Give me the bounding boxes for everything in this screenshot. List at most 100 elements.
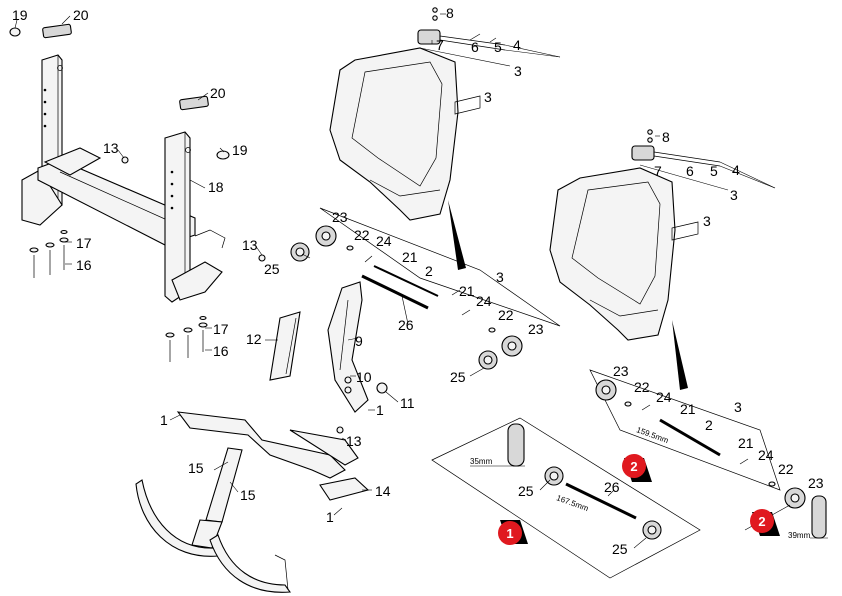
dim-wheel-39: 39mm	[788, 531, 811, 540]
wheel-kit-a	[290, 207, 561, 370]
callout-3f: 3	[734, 399, 742, 415]
callout-1b: 1	[376, 402, 384, 418]
callout-11: 11	[400, 395, 415, 411]
frame-left-foot	[21, 169, 63, 226]
variant-badges: 1 2 2	[498, 454, 780, 545]
callout-4a: 4	[513, 37, 521, 53]
callout-24b: 24	[476, 293, 492, 309]
callout-4b: 4	[732, 162, 740, 178]
screw-8b	[647, 129, 653, 135]
washer-22d	[768, 481, 776, 487]
callout-5b: 5	[710, 163, 718, 179]
callout-13c: 13	[346, 433, 362, 449]
callout-13a: 13	[103, 140, 119, 156]
kit-c-boundary	[431, 417, 701, 579]
callout-15b: 15	[240, 487, 256, 503]
callout-20a: 20	[73, 7, 89, 23]
hopper-body-a	[329, 47, 459, 221]
runner-right	[209, 534, 292, 593]
callout-22d: 22	[778, 461, 794, 477]
callout-21c: 21	[680, 401, 696, 417]
callout-25b: 25	[450, 369, 466, 385]
plug-19a	[9, 27, 21, 37]
pointer-b	[672, 320, 688, 390]
callout-25a: 25	[264, 261, 280, 277]
callout-3a: 3	[514, 63, 522, 79]
washer-22b	[488, 327, 496, 333]
callout-22a: 22	[354, 227, 370, 243]
callout-22b: 22	[498, 307, 514, 323]
end-cap-20a	[42, 23, 72, 39]
callout-22c: 22	[634, 379, 650, 395]
callout-23b: 23	[528, 321, 544, 337]
end-cap-20b	[179, 95, 209, 111]
callout-16b: 16	[213, 343, 229, 359]
callout-16a: 16	[76, 257, 92, 273]
callout-20b: 20	[210, 85, 226, 101]
washer-22a	[346, 245, 354, 251]
arm-9	[327, 281, 369, 413]
kit-b-boundary	[589, 369, 781, 491]
callout-9: 9	[355, 333, 363, 349]
bolt-set-left	[29, 229, 69, 278]
badge-variant-2b-label: 2	[758, 514, 765, 529]
callout-21d: 21	[738, 435, 754, 451]
lower-frame-link	[289, 429, 359, 466]
screw-8a	[432, 7, 438, 13]
callout-6b: 6	[686, 163, 694, 179]
leader-lines	[14, 13, 791, 549]
kit-a-boundary	[319, 207, 561, 327]
callout-1c: 1	[326, 509, 334, 525]
callout-18: 18	[208, 179, 224, 195]
plug-19b	[216, 150, 230, 160]
frame-assembly	[9, 23, 266, 362]
handle-7b	[631, 145, 655, 161]
narrow-wheel	[811, 495, 827, 539]
handle-7a	[417, 29, 441, 45]
callout-3b: 3	[484, 89, 492, 105]
pointer-a	[448, 200, 466, 270]
dim-wheel-35: 35mm	[470, 457, 493, 466]
callout-2a: 2	[425, 263, 433, 279]
lower-frame-14	[176, 411, 346, 479]
callout-24d: 24	[758, 447, 774, 463]
callout-1a: 1	[160, 412, 168, 428]
hopper-b-marker	[671, 221, 699, 241]
post-holes	[43, 65, 63, 128]
callout-23d: 23	[808, 475, 824, 491]
centre-parts	[135, 281, 388, 593]
hopper-a-marker	[454, 95, 481, 115]
badge-variant-2a: 2	[622, 454, 652, 482]
callout-2b: 2	[705, 417, 713, 433]
callout-21b: 21	[459, 283, 475, 299]
right-post-holes	[170, 147, 191, 210]
dim-axle-167: 167.5mm	[555, 493, 590, 513]
callout-15a: 15	[188, 460, 204, 476]
callout-14: 14	[375, 483, 391, 499]
knob-11	[376, 382, 388, 394]
frame-bracket	[43, 147, 102, 176]
badge-variant-2a-label: 2	[630, 459, 637, 474]
callout-12: 12	[246, 331, 262, 347]
callout-numbers: 19 20 20 19 13 18 17 16 13 17 16 12 9 10…	[12, 5, 824, 557]
callout-8b: 8	[662, 129, 670, 145]
callout-21a: 21	[402, 249, 418, 265]
frame-right-foot	[171, 261, 223, 301]
callout-19a: 19	[12, 7, 28, 23]
callout-24c: 24	[656, 389, 672, 405]
callout-5a: 5	[494, 39, 502, 55]
callout-13b: 13	[242, 237, 258, 253]
callout-19b: 19	[232, 142, 248, 158]
lower-frame-foot	[319, 477, 370, 501]
badge-variant-1-label: 1	[506, 526, 513, 541]
callout-23a: 23	[332, 209, 348, 225]
badge-variant-2b: 2	[750, 509, 780, 536]
callout-3e: 3	[703, 213, 711, 229]
callout-3d: 3	[730, 187, 738, 203]
badge-variant-1: 1	[498, 520, 528, 545]
nut-13a	[121, 156, 129, 164]
callout-8a: 8	[446, 5, 454, 21]
callout-3c: 3	[496, 269, 504, 285]
wheel-kit-b	[589, 369, 828, 539]
